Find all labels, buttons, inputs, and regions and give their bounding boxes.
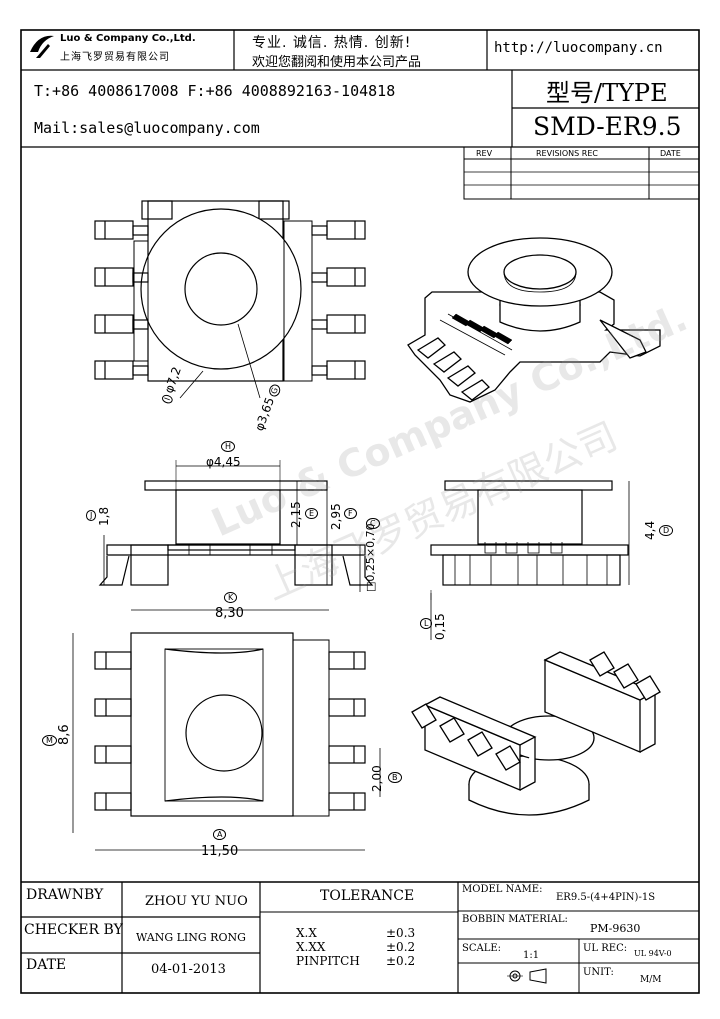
marker-k: K [224, 592, 238, 603]
drawnby-value: ZHOU YU NUO [145, 894, 248, 909]
tol-value: ±0.2 [386, 954, 416, 968]
date-label: DATE [26, 957, 67, 973]
front-view [98, 460, 374, 592]
model-name-value: ER9.5-(4+4PIN)-1S [556, 892, 656, 903]
type-label: 型号/TYPE [546, 79, 668, 107]
iso-view-top [407, 237, 661, 403]
dim-2-95: 2,95 [329, 503, 343, 530]
dim-2-15: 2,15 [289, 501, 303, 528]
marker-e: E [305, 508, 319, 519]
side-view [430, 480, 630, 640]
dim-11-50: 11,50 [201, 844, 239, 859]
marker-c: C [366, 518, 380, 529]
marker-h: H [221, 441, 236, 452]
tol-key: X.X [296, 926, 317, 940]
website-link[interactable]: http://luocompany.cn [494, 40, 663, 56]
bobbin-material-label: BOBBIN MATERIAL: [462, 914, 568, 925]
marker-d: D [659, 525, 674, 536]
revisions-col-header: REVISIONS REC [536, 149, 598, 158]
marker-f: F [344, 508, 357, 519]
slogan-line-1: 专业. 诚信. 热情. 创新! [252, 35, 412, 51]
tol-key: PINPITCH [296, 954, 360, 968]
tol-value: ±0.2 [386, 940, 416, 954]
dim-8-30: 8,30 [215, 606, 244, 621]
dim-pin-size: □0,25×0,70 [364, 523, 377, 592]
marker-j: J [86, 510, 97, 521]
tol-row: X.X ±0.3 [296, 926, 415, 940]
dim-8-6: 8,6 [57, 724, 72, 745]
logo-icon [30, 35, 54, 58]
type-value: SMD-ER9.5 [533, 112, 682, 141]
email-link[interactable]: Mail:sales@luocompany.com [34, 119, 260, 137]
dim-2-00: 2,00 [370, 765, 384, 792]
bobbin-material-value: PM-9630 [590, 922, 641, 935]
marker-l: L [420, 618, 433, 629]
ul-rec-label: UL REC: [583, 943, 628, 954]
company-name-cn: 上海飞罗贸易有限公司 [60, 52, 170, 63]
tolerance-table: X.X ±0.3 X.XX ±0.2 PINPITCH ±0.2 [296, 926, 415, 968]
dim-top-dia: φ4,45 [206, 455, 241, 469]
scale-label: SCALE: [462, 943, 502, 954]
tol-row: PINPITCH ±0.2 [296, 954, 415, 968]
rev-col-header: REV [476, 149, 493, 158]
marker-a: A [213, 829, 227, 840]
company-name-en: Luo & Company Co.,Ltd. [60, 33, 196, 44]
dim-1-8: 1,8 [97, 506, 111, 526]
model-name-label: MODEL NAME: [462, 884, 543, 895]
title-block-grid [21, 881, 699, 993]
dim-4-4: 4,4 [643, 520, 657, 540]
ul-rec-value: UL 94V-0 [634, 949, 672, 958]
projection-symbol-icon [507, 968, 547, 984]
marker-m: M [42, 735, 57, 746]
tol-value: ±0.3 [386, 926, 416, 940]
scale-value: 1:1 [523, 950, 540, 961]
iso-view-bottom [411, 651, 661, 816]
date-col-header: DATE [660, 149, 681, 158]
bottom-view [72, 609, 381, 851]
marker-b: B [388, 772, 402, 783]
tol-row: X.XX ±0.2 [296, 940, 415, 954]
slogan-line-2: 欢迎您翻阅和使用本公司产品 [252, 55, 422, 70]
date-value: 04-01-2013 [151, 962, 226, 977]
checker-value: WANG LING RONG [136, 931, 246, 944]
unit-label: UNIT: [583, 967, 614, 978]
phone-fax: T:+86 4008617008 F:+86 4008892163-104818 [34, 82, 396, 100]
drawnby-label: DRAWNBY [26, 887, 104, 903]
dim-0-15: 0,15 [433, 613, 447, 640]
top-view [94, 200, 366, 399]
tol-key: X.XX [296, 940, 326, 954]
checker-label: CHECKER BY [24, 922, 123, 938]
tolerance-label: TOLERANCE [320, 888, 415, 904]
unit-value: M/M [640, 975, 662, 985]
